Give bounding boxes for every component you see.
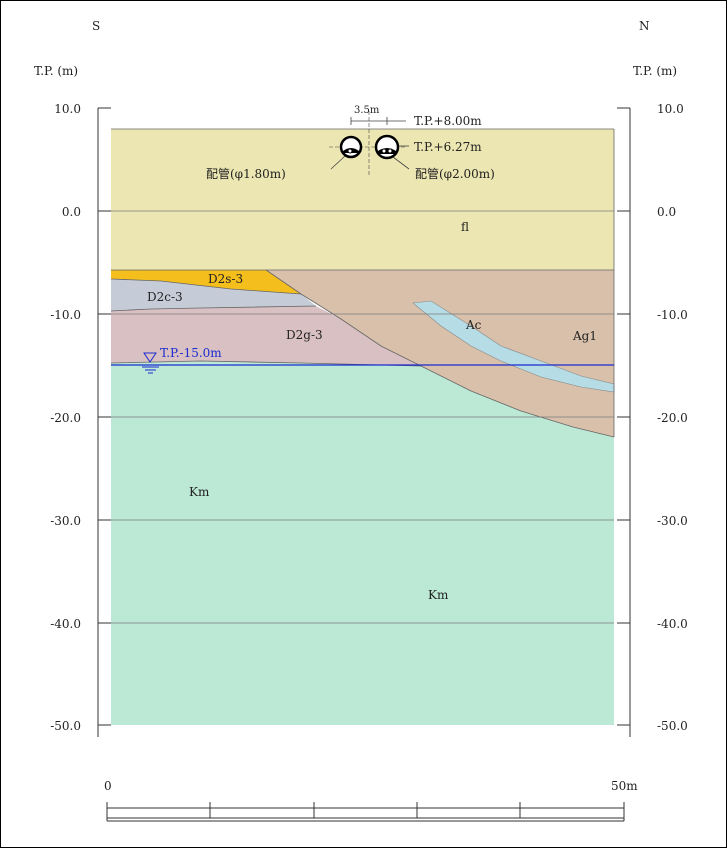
layer-label-d2s3: D2s-3 [208, 272, 243, 286]
layer-label-ag1: Ag1 [572, 329, 597, 343]
layer-label-fl: fl [461, 220, 469, 234]
right-axis-ticks: 10.0 0.0 -10.0 -20.0 -30.0 -40.0 -50.0 [657, 102, 688, 733]
pipe-left-label: 配管(φ1.80m) [206, 166, 286, 181]
layer-label-d2c3: D2c-3 [147, 290, 183, 304]
left-axis-ticks: 10.0 0.0 -10.0 -20.0 -30.0 -40.0 -50.0 [50, 102, 81, 733]
right-tick-label: -30.0 [657, 514, 688, 528]
layer-ag1 [266, 270, 614, 437]
water-table-symbol [142, 352, 159, 374]
pipe-top-elevation-label: T.P.+8.00m [414, 114, 482, 128]
grid-lines [111, 210, 614, 624]
layer-km [111, 361, 614, 725]
left-tick-label: -40.0 [50, 617, 81, 631]
right-tick-label: -10.0 [657, 308, 688, 322]
layer-label-km-lower: Km [428, 588, 449, 602]
left-tick-label: -20.0 [50, 411, 81, 425]
pipe-right-label: 配管(φ2.00m) [415, 166, 495, 181]
right-tick-label: -50.0 [657, 719, 688, 733]
layer-label-ac: Ac [465, 318, 482, 332]
scale-bar [106, 802, 625, 822]
scale-bar-start-label: 0 [104, 779, 112, 793]
left-tick-label: 0.0 [62, 205, 81, 219]
layer-fill [111, 129, 614, 273]
scale-bar-end-label: 50m [611, 779, 638, 793]
right-tick-label: 0.0 [657, 205, 676, 219]
left-tick-label: -50.0 [50, 719, 81, 733]
layer-d2s3 [111, 270, 301, 294]
pipe-left [339, 135, 363, 159]
axes [97, 107, 631, 737]
left-tick-label: 10.0 [54, 102, 81, 116]
layer-boundaries [110, 128, 615, 438]
left-tick-label: -30.0 [50, 514, 81, 528]
pipe-spacing-label: 3.5m [354, 105, 380, 116]
layer-label-d2g3: D2g-3 [286, 328, 323, 342]
layer-label-km-upper: Km [189, 485, 210, 499]
compass-south-label: S [92, 19, 100, 33]
compass-north-label: N [639, 19, 650, 33]
left-axis-unit-label: T.P. (m) [34, 64, 78, 78]
pipe-right [374, 134, 400, 160]
pipe-center-elevation-label: T.P.+6.27m [414, 140, 482, 154]
water-table-label: T.P.-15.0m [160, 346, 222, 360]
right-tick-label: -20.0 [657, 411, 688, 425]
right-tick-label: 10.0 [657, 102, 684, 116]
right-tick-label: -40.0 [657, 617, 688, 631]
left-tick-label: -10.0 [50, 308, 81, 322]
layer-d2c3 [111, 279, 316, 311]
right-axis-unit-label: T.P. (m) [633, 64, 677, 78]
